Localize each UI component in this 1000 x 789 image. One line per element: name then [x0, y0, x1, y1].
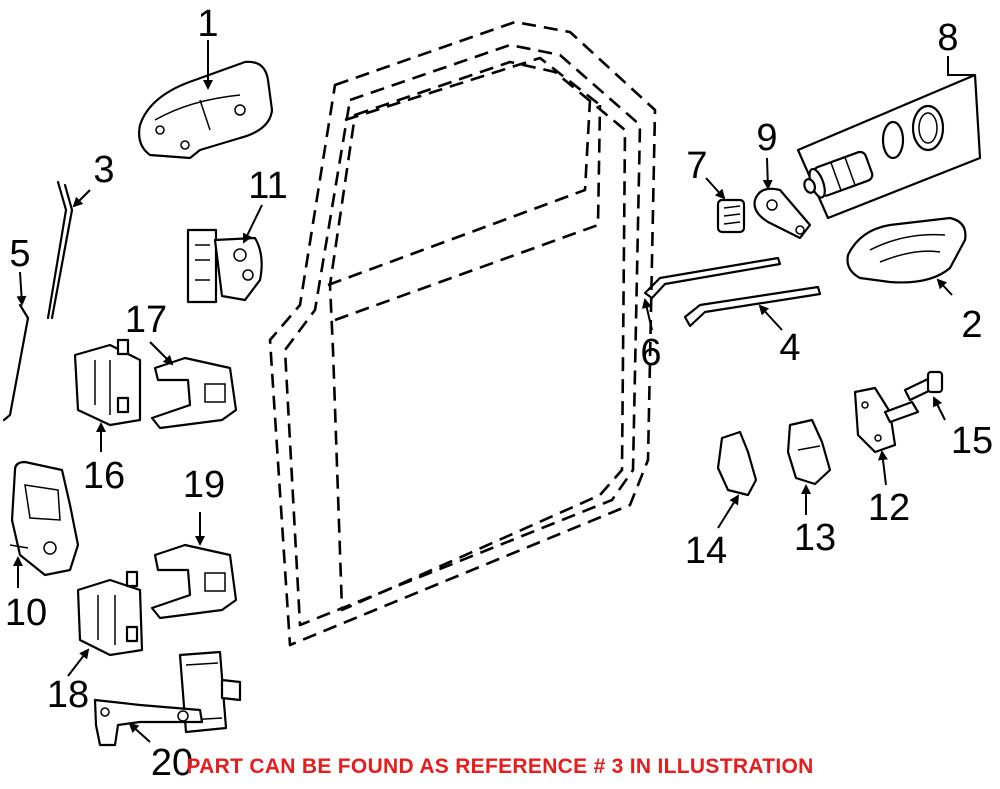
callout-8: 8	[937, 17, 958, 59]
callout-11: 11	[248, 165, 287, 207]
hinge-18	[76, 570, 144, 657]
hinge-16	[73, 338, 142, 427]
callout-17: 17	[125, 299, 167, 341]
callout-9: 9	[756, 117, 777, 159]
striker-12	[853, 386, 920, 454]
callout-10: 10	[5, 592, 47, 634]
weatherstrip-6	[643, 256, 782, 300]
door-check-20	[93, 650, 242, 747]
rod-5	[2, 303, 30, 422]
door-shell	[268, 20, 657, 647]
shim-14	[716, 430, 758, 497]
callout-labels: 1 2 3 4 5 6 7 8 9 10 11 12 13 14 15 16 1…	[5, 3, 993, 784]
reference-note: PART CAN BE FOUND AS REFERENCE # 3 IN IL…	[186, 755, 814, 778]
latch-10	[9, 460, 80, 577]
callout-12: 12	[868, 487, 910, 529]
bolt-15	[903, 370, 944, 402]
callout-6: 6	[640, 332, 661, 374]
latch-actuator-11	[186, 228, 263, 304]
rod-3	[50, 183, 74, 320]
callout-16: 16	[83, 455, 125, 497]
callout-14: 14	[685, 530, 727, 572]
shim-13	[786, 418, 832, 486]
callout-15: 15	[951, 420, 993, 462]
hinge-19	[150, 543, 238, 620]
callout-5: 5	[9, 233, 30, 275]
lock-cylinder-kit	[796, 73, 982, 220]
bracket-7	[716, 198, 746, 234]
lock-cam-9	[753, 187, 812, 240]
callout-13: 13	[794, 517, 836, 559]
callout-4: 4	[779, 327, 800, 369]
callout-20: 20	[151, 742, 193, 784]
callout-18: 18	[47, 674, 89, 716]
leader-lines	[13, 40, 975, 743]
callout-19: 19	[183, 464, 225, 506]
callout-2: 2	[961, 304, 982, 346]
hinge-17	[150, 356, 238, 430]
callout-1: 1	[197, 3, 218, 45]
callout-3: 3	[93, 149, 114, 191]
weatherstrip-4	[683, 285, 822, 328]
callout-7: 7	[686, 145, 707, 187]
inside-handle	[846, 216, 967, 284]
outside-handle	[138, 60, 274, 160]
